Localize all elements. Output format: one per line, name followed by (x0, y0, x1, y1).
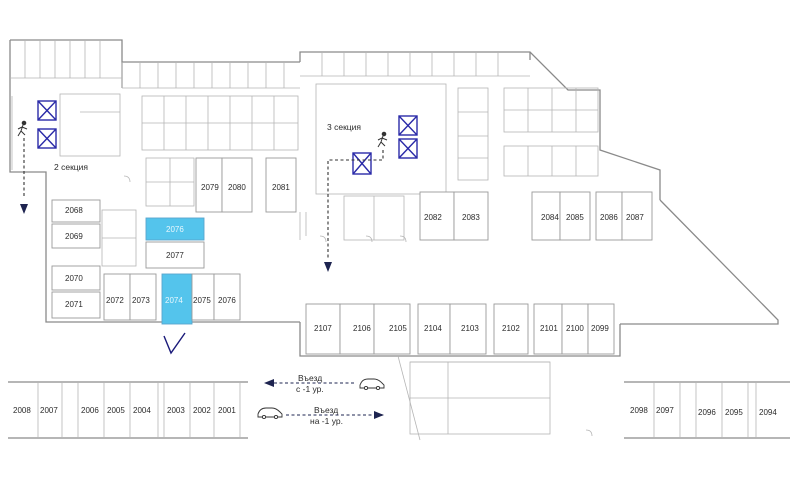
car-icon (359, 378, 385, 391)
section-2-label: 2 секция (54, 162, 88, 172)
space-2084: 2084 (541, 213, 559, 222)
space-2080: 2080 (228, 183, 246, 192)
space-2087: 2087 (626, 213, 644, 222)
car-icon (257, 407, 283, 420)
space-2070: 2070 (65, 274, 83, 283)
space-2102: 2102 (502, 324, 520, 333)
space-2006: 2006 (81, 406, 99, 415)
walk-path (20, 138, 384, 272)
exit-to-line2: на -1 ур. (310, 416, 343, 426)
space-2069: 2069 (65, 232, 83, 241)
space-2073: 2073 (132, 296, 150, 305)
exit-to-level: Въезд на -1 ур. (257, 405, 384, 426)
space-2097: 2097 (656, 406, 674, 415)
space-2071: 2071 (65, 300, 83, 309)
space-2101: 2101 (540, 324, 558, 333)
space-2098: 2098 (630, 406, 648, 415)
space-2086: 2086 (600, 213, 618, 222)
space-2007: 2007 (40, 406, 58, 415)
doors (123, 175, 593, 437)
pedestrian-icon (17, 120, 28, 137)
space-2005: 2005 (107, 406, 125, 415)
space-2072: 2072 (106, 296, 124, 305)
exit-from-level: Въезд с -1 ур. (264, 373, 385, 394)
space-2104: 2104 (424, 324, 442, 333)
space-2076: 2076 (218, 296, 236, 305)
space-2107: 2107 (314, 324, 332, 333)
space-2002: 2002 (193, 406, 211, 415)
exit-from-line1: Въезд (298, 373, 322, 383)
space-2103: 2103 (461, 324, 479, 333)
exit-from-line2: с -1 ур. (296, 384, 324, 394)
space-2099: 2099 (591, 324, 609, 333)
space-2082: 2082 (424, 213, 442, 222)
space-2068: 2068 (65, 206, 83, 215)
space-2083: 2083 (462, 213, 480, 222)
checkmark-icon (163, 332, 186, 355)
space-2106: 2106 (353, 324, 371, 333)
space-2003: 2003 (167, 406, 185, 415)
space-2094: 2094 (759, 408, 777, 417)
parking-spaces-bottom (37, 382, 757, 438)
storage-rooms (10, 40, 599, 267)
space-2001: 2001 (218, 406, 236, 415)
elevator-icon (352, 115, 418, 175)
parking-spaces-right (305, 191, 653, 355)
elevator-icon (37, 100, 57, 149)
space-2075: 2075 (193, 296, 211, 305)
exit-to-line1: Въезд (314, 405, 338, 415)
building-walls (8, 39, 790, 441)
space-2096: 2096 (698, 408, 716, 417)
space-2076-highlighted: 2076 (166, 225, 184, 234)
space-2004: 2004 (133, 406, 151, 415)
parking-spaces-left (51, 157, 297, 325)
section-3-label: 3 секция (327, 122, 361, 132)
space-2085: 2085 (566, 213, 584, 222)
space-2105: 2105 (389, 324, 407, 333)
space-2081: 2081 (272, 183, 290, 192)
space-2079: 2079 (201, 183, 219, 192)
pedestrian-icon (377, 131, 388, 148)
space-2100: 2100 (566, 324, 584, 333)
space-2095: 2095 (725, 408, 743, 417)
space-2008: 2008 (13, 406, 31, 415)
space-2077: 2077 (166, 251, 184, 260)
space-2074: 2074 (165, 296, 183, 305)
